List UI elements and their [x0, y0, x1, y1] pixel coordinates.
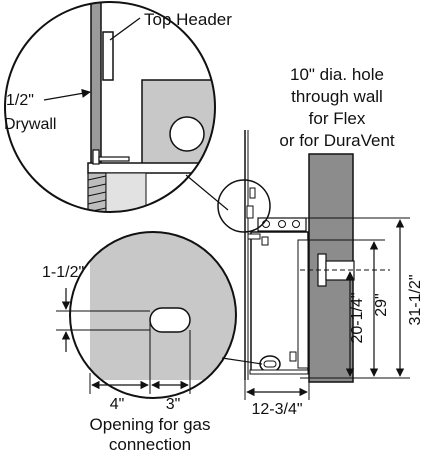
dim-4-label: 4"	[110, 396, 125, 413]
screw-icon	[87, 172, 107, 212]
top-header-block	[102, 31, 114, 81]
dim-20-1-4-label: 20-1/4"	[349, 292, 366, 343]
vent-hole	[169, 116, 205, 152]
dim-1-1-2	[56, 288, 150, 352]
dim-vertical-lines	[298, 217, 410, 379]
gas-label-line1: Opening for gas	[90, 415, 211, 434]
top-detail-circle	[4, 1, 216, 213]
detail-marker-top	[217, 179, 271, 233]
drywall-label: Drywall	[4, 116, 56, 133]
drywall-size-label: 1/2"	[6, 92, 34, 109]
dim-12-3-4-label: 12-3/4"	[251, 401, 302, 418]
detail-connector-bottom	[221, 357, 263, 365]
gas-opening	[149, 307, 191, 333]
hole-label-line1: 10" dia. hole	[290, 65, 384, 84]
drywall-leader	[43, 88, 91, 101]
dim-1-1-2-label: 1-1/2"	[42, 264, 84, 281]
hole-label-line2: through wall	[291, 87, 383, 106]
top-header-label: Top Header	[144, 10, 232, 29]
dim-3-label: 3"	[166, 396, 181, 413]
dim-4-3	[89, 320, 191, 394]
detail-connector-top	[185, 174, 229, 211]
bottom-detail-circle	[69, 231, 237, 399]
drywall-strip	[91, 2, 101, 212]
heater-bottom-panel	[90, 232, 236, 380]
gas-label-line2: connection	[109, 435, 191, 454]
hole-label-line4: or for DuraVent	[279, 131, 395, 150]
top-header-leader	[109, 17, 141, 41]
dim-12-3-4	[244, 380, 310, 400]
heater-side-view	[244, 130, 390, 380]
dim-31-1-2-label: 31-1/2"	[407, 274, 424, 325]
hole-label-line3: for Flex	[309, 109, 366, 128]
mounting-bracket	[87, 162, 215, 174]
dim-29-label: 29"	[373, 293, 390, 316]
